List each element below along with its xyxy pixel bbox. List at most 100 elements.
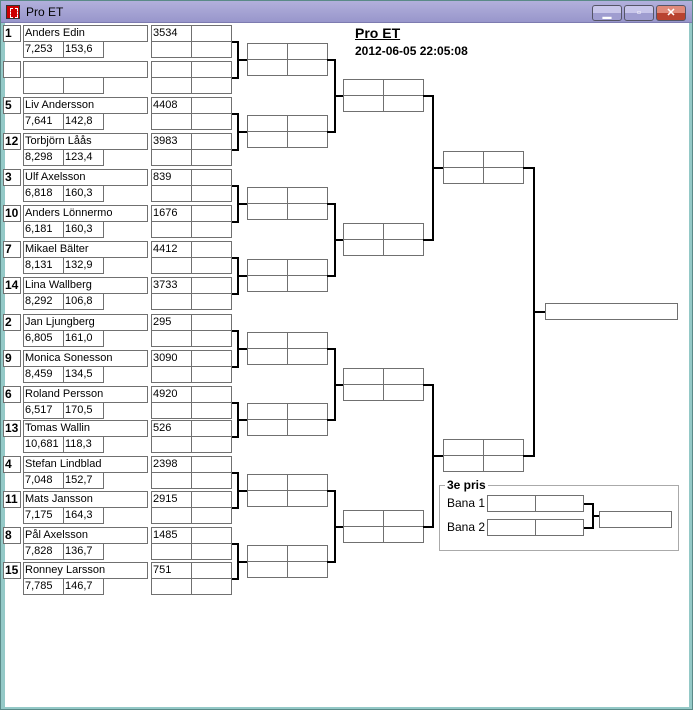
third-place-winner-field[interactable] xyxy=(599,511,672,528)
score-cell[interactable] xyxy=(191,185,232,202)
third-place-lane-2-cell[interactable] xyxy=(535,519,584,536)
round2-match-cell[interactable] xyxy=(287,203,328,220)
player-average[interactable]: 8,298 xyxy=(23,149,64,166)
player-handicap[interactable]: 132,9 xyxy=(63,257,104,274)
quarterfinal-match-cell[interactable] xyxy=(383,368,424,385)
seed-number[interactable]: 12 xyxy=(3,133,21,150)
player-score[interactable]: 1676 xyxy=(151,205,192,222)
player-handicap[interactable]: 136,7 xyxy=(63,543,104,560)
player-handicap[interactable]: 164,3 xyxy=(63,507,104,524)
semifinal-match-cell[interactable] xyxy=(443,151,484,168)
seed-number[interactable]: 9 xyxy=(3,350,21,367)
semifinal-match-cell[interactable] xyxy=(483,151,524,168)
player-name[interactable]: Monica Sonesson xyxy=(23,350,148,367)
score-cell[interactable] xyxy=(151,185,192,202)
player-average[interactable]: 7,785 xyxy=(23,578,64,595)
player-name[interactable]: Anders Edin xyxy=(23,25,148,42)
round2-match-cell[interactable] xyxy=(247,203,288,220)
score-cell[interactable] xyxy=(191,491,232,508)
score-cell[interactable] xyxy=(191,149,232,166)
player-name[interactable]: Ronney Larsson xyxy=(23,562,148,579)
close-button[interactable]: ✕ xyxy=(656,5,686,21)
player-name[interactable]: Pål Axelsson xyxy=(23,527,148,544)
winner-field[interactable] xyxy=(545,303,678,320)
seed-number[interactable]: 6 xyxy=(3,386,21,403)
round2-match-cell[interactable] xyxy=(247,419,288,436)
player-score[interactable]: 839 xyxy=(151,169,192,186)
score-cell[interactable] xyxy=(191,97,232,114)
score-cell[interactable] xyxy=(191,293,232,310)
player-average[interactable]: 6,805 xyxy=(23,330,64,347)
quarterfinal-match-cell[interactable] xyxy=(343,510,384,527)
round2-match-cell[interactable] xyxy=(247,561,288,578)
player-score[interactable]: 3534 xyxy=(151,25,192,42)
player-score[interactable]: 295 xyxy=(151,314,192,331)
player-score[interactable] xyxy=(151,61,192,78)
round2-match-cell[interactable] xyxy=(287,474,328,491)
title-bar[interactable]: Pro ET ▁ ▫ ✕ xyxy=(1,1,692,23)
player-name[interactable] xyxy=(23,61,148,78)
player-name[interactable]: Tomas Wallin xyxy=(23,420,148,437)
quarterfinal-match-cell[interactable] xyxy=(383,95,424,112)
score-cell[interactable] xyxy=(151,41,192,58)
round2-match-cell[interactable] xyxy=(287,187,328,204)
score-cell[interactable] xyxy=(191,527,232,544)
player-average[interactable]: 8,292 xyxy=(23,293,64,310)
seed-number[interactable]: 15 xyxy=(3,562,21,579)
round2-match-cell[interactable] xyxy=(287,403,328,420)
round2-match-cell[interactable] xyxy=(247,259,288,276)
round2-match-cell[interactable] xyxy=(287,545,328,562)
seed-number[interactable]: 4 xyxy=(3,456,21,473)
player-average[interactable]: 8,131 xyxy=(23,257,64,274)
round2-match-cell[interactable] xyxy=(247,43,288,60)
quarterfinal-match-cell[interactable] xyxy=(343,384,384,401)
player-name[interactable]: Mats Jansson xyxy=(23,491,148,508)
score-cell[interactable] xyxy=(191,205,232,222)
player-name[interactable]: Jan Ljungberg xyxy=(23,314,148,331)
quarterfinal-match-cell[interactable] xyxy=(383,510,424,527)
score-cell[interactable] xyxy=(151,543,192,560)
player-handicap[interactable]: 142,8 xyxy=(63,113,104,130)
round2-match-cell[interactable] xyxy=(287,561,328,578)
score-cell[interactable] xyxy=(191,472,232,489)
player-score[interactable]: 4920 xyxy=(151,386,192,403)
semifinal-match-cell[interactable] xyxy=(483,167,524,184)
score-cell[interactable] xyxy=(191,41,232,58)
quarterfinal-match-cell[interactable] xyxy=(343,95,384,112)
round2-match-cell[interactable] xyxy=(247,474,288,491)
score-cell[interactable] xyxy=(191,543,232,560)
score-cell[interactable] xyxy=(191,25,232,42)
round2-match-cell[interactable] xyxy=(287,490,328,507)
player-score[interactable]: 4408 xyxy=(151,97,192,114)
player-average[interactable]: 7,175 xyxy=(23,507,64,524)
score-cell[interactable] xyxy=(151,293,192,310)
player-score[interactable]: 2398 xyxy=(151,456,192,473)
score-cell[interactable] xyxy=(151,402,192,419)
seed-number[interactable]: 13 xyxy=(3,420,21,437)
player-score[interactable]: 526 xyxy=(151,420,192,437)
player-score[interactable]: 751 xyxy=(151,562,192,579)
seed-number[interactable]: 10 xyxy=(3,205,21,222)
quarterfinal-match-cell[interactable] xyxy=(343,239,384,256)
score-cell[interactable] xyxy=(191,277,232,294)
score-cell[interactable] xyxy=(151,77,192,94)
seed-number[interactable]: 8 xyxy=(3,527,21,544)
semifinal-match-cell[interactable] xyxy=(483,455,524,472)
third-place-lane-1-cell[interactable] xyxy=(487,495,536,512)
score-cell[interactable] xyxy=(151,436,192,453)
score-cell[interactable] xyxy=(191,133,232,150)
quarterfinal-match-cell[interactable] xyxy=(383,384,424,401)
quarterfinal-match-cell[interactable] xyxy=(343,79,384,96)
round2-match-cell[interactable] xyxy=(247,275,288,292)
round2-match-cell[interactable] xyxy=(247,403,288,420)
score-cell[interactable] xyxy=(151,257,192,274)
player-average[interactable]: 7,828 xyxy=(23,543,64,560)
player-average[interactable]: 8,459 xyxy=(23,366,64,383)
player-handicap[interactable]: 160,3 xyxy=(63,185,104,202)
score-cell[interactable] xyxy=(191,436,232,453)
player-score[interactable]: 3733 xyxy=(151,277,192,294)
score-cell[interactable] xyxy=(151,221,192,238)
score-cell[interactable] xyxy=(191,61,232,78)
third-place-lane-2-cell[interactable] xyxy=(487,519,536,536)
score-cell[interactable] xyxy=(191,386,232,403)
